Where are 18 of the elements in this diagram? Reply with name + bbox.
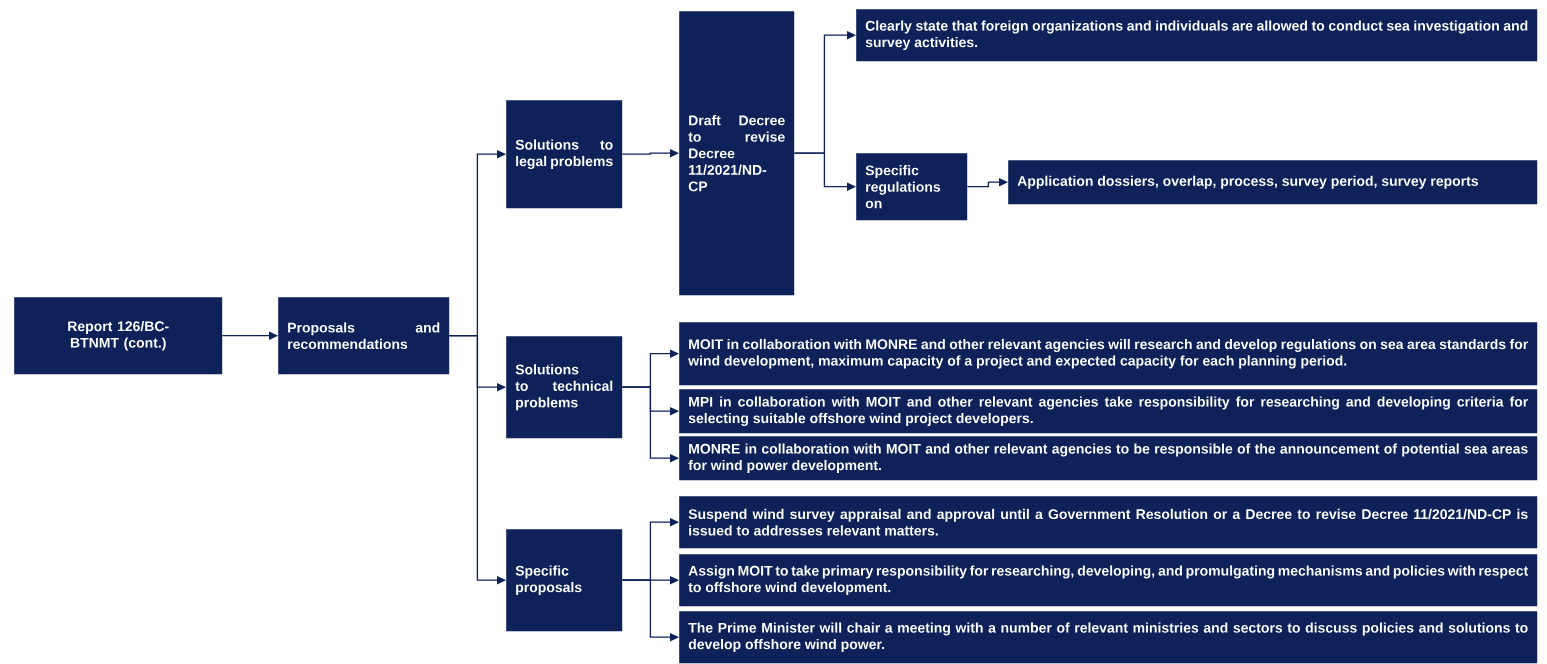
text-box: Specific regulations on — [856, 153, 968, 221]
text-box: Suspend wind survey appraisal and approval until a Government Resolution or a Decree to revise Decree 11/2021/ND-CP is issued to addresses relevant matters. — [679, 496, 1538, 549]
report-box: Report 126/BC-BTNMT (cont.) — [14, 297, 223, 375]
text-box: Solutions to technical problems — [506, 336, 623, 439]
text-box: The Prime Minister will chair a meeting with a number of relevant ministries and sectors to discuss policies and solutions to develop offshore wind power. — [679, 611, 1538, 664]
arrow — [966, 178, 1008, 188]
text-box: Assign MOIT to take primary responsibility for researching, developing, and promulgating mechanisms and policies with respect to offshore wind development. — [679, 554, 1538, 607]
text-box: MOIT in collaboration with MONRE and other relevant agencies will research and develop regulations on sea area standards for wind development, maximum capacity of a project and expected capacity for each planning period. — [679, 322, 1538, 386]
text-box: Application dossiers, overlap, process, survey period, survey reports — [1008, 160, 1538, 205]
text-box: Solutions to legal problems — [506, 100, 623, 209]
arrow — [793, 152, 856, 191]
tall-box: Draft Decree to revise Decree 11/2021/ND-CP — [679, 11, 795, 296]
arrow — [221, 331, 278, 340]
text-box: Proposals and recommendations — [278, 297, 450, 375]
text-box: MONRE in collaboration with MOIT and other relevant agencies to be responsible of the announcement of potential sea areas for wind power development. — [679, 436, 1538, 481]
text-box: Specific proposals — [506, 529, 623, 632]
text-box: MPI in collaboration with MOIT and other relevant agencies take responsibility for researching and developing criteria for selecting suitable offshore wind project developers. — [679, 389, 1538, 434]
text-box: Clearly state that foreign organizations and individuals are allowed to conduct sea investigation and survey activities. — [856, 9, 1538, 62]
